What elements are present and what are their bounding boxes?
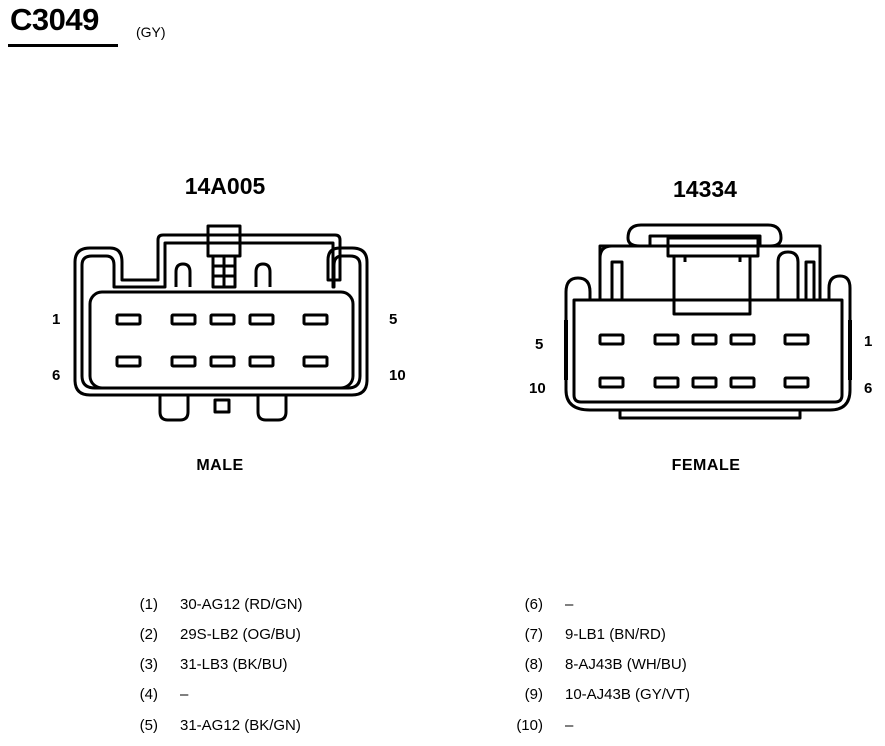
male-outer-shell [73,233,369,397]
pin-circuit: – [565,596,574,613]
female-part-number: 14334 [673,176,737,202]
pin-circuit: 10-AJ43B (GY/VT) [565,686,691,703]
male-post-right [254,262,272,287]
male-connector-drawing [73,224,369,422]
pin-circuit: 9-LB1 (BN/RD) [565,626,666,643]
male-inner-shell [80,241,362,390]
male-pin-label-5: 5 [389,311,398,328]
pin-number: (8) [524,656,543,673]
male-pins [115,313,329,368]
female-outer-body [564,244,852,412]
female-pin-label-10: 10 [529,380,546,397]
pin-circuit: 31-LB3 (BK/BU) [180,656,288,673]
male-label: MALE [196,457,244,474]
pin-number: (2) [139,626,158,643]
pin-number: (5) [139,717,158,734]
female-slot-left-inner [610,260,624,300]
pin-circuit: 29S-LB2 (OG/BU) [180,626,301,643]
male-post-left [174,262,192,287]
pin-number: (7) [524,626,543,643]
pinout-row: (7) 9-LB1 (BN/RD) [503,626,666,643]
pinout-row: (5) 31-AG12 (BK/GN) [118,717,301,734]
pinout-row: (3) 31-LB3 (BK/BU) [118,656,288,673]
female-latch-body [672,254,752,316]
pin-circuit: 30-AG12 (RD/GN) [180,596,303,613]
pin-number: (10) [516,717,543,734]
male-tab-left [158,395,190,422]
pinout-row: (10) – [503,717,573,734]
connector-id-underline [8,44,118,47]
female-pin-label-1: 1 [864,333,873,350]
male-pin-label-6: 6 [52,367,61,384]
female-slot-right [776,250,800,300]
pin-circuit: – [180,686,189,703]
female-slot-left [598,244,628,300]
pin-number: (4) [139,686,158,703]
pin-circuit: 8-AJ43B (WH/BU) [565,656,687,673]
pinout-row: (6) – [503,596,574,613]
pinout-row: (8) 8-AJ43B (WH/BU) [503,656,687,673]
male-pin-label-10: 10 [389,367,406,384]
male-cavity-face [88,290,355,390]
female-pin-label-5: 5 [535,336,544,353]
pin-number: (1) [139,596,158,613]
female-connector-drawing [564,223,852,420]
pin-number: (3) [139,656,158,673]
female-pins [598,333,810,389]
pinout-row: (1) 30-AG12 (RD/GN) [118,596,303,613]
female-bottom-rail [618,410,802,420]
connector-color: (GY) [136,24,166,40]
male-latch-top [206,224,242,258]
female-label: FEMALE [671,457,741,474]
pin-number: (9) [524,686,543,703]
connector-id: C3049 [10,2,99,37]
male-part-number: 14A005 [184,173,266,199]
pin-circuit: – [565,717,574,734]
pinout-row: (2) 29S-LB2 (OG/BU) [118,626,301,643]
male-pin-label-1: 1 [52,311,61,328]
pinout-row: (9) 10-AJ43B (GY/VT) [503,686,690,703]
pin-circuit: 31-AG12 (BK/GN) [180,717,301,734]
pinout-row: (4) – [118,686,189,703]
pin-number: (6) [524,596,543,613]
female-pin-label-6: 6 [864,380,873,397]
male-tab-right [256,395,288,422]
female-slot-right-inner [804,260,816,300]
female-cavity-face [572,298,844,404]
male-tab-center [213,398,231,414]
